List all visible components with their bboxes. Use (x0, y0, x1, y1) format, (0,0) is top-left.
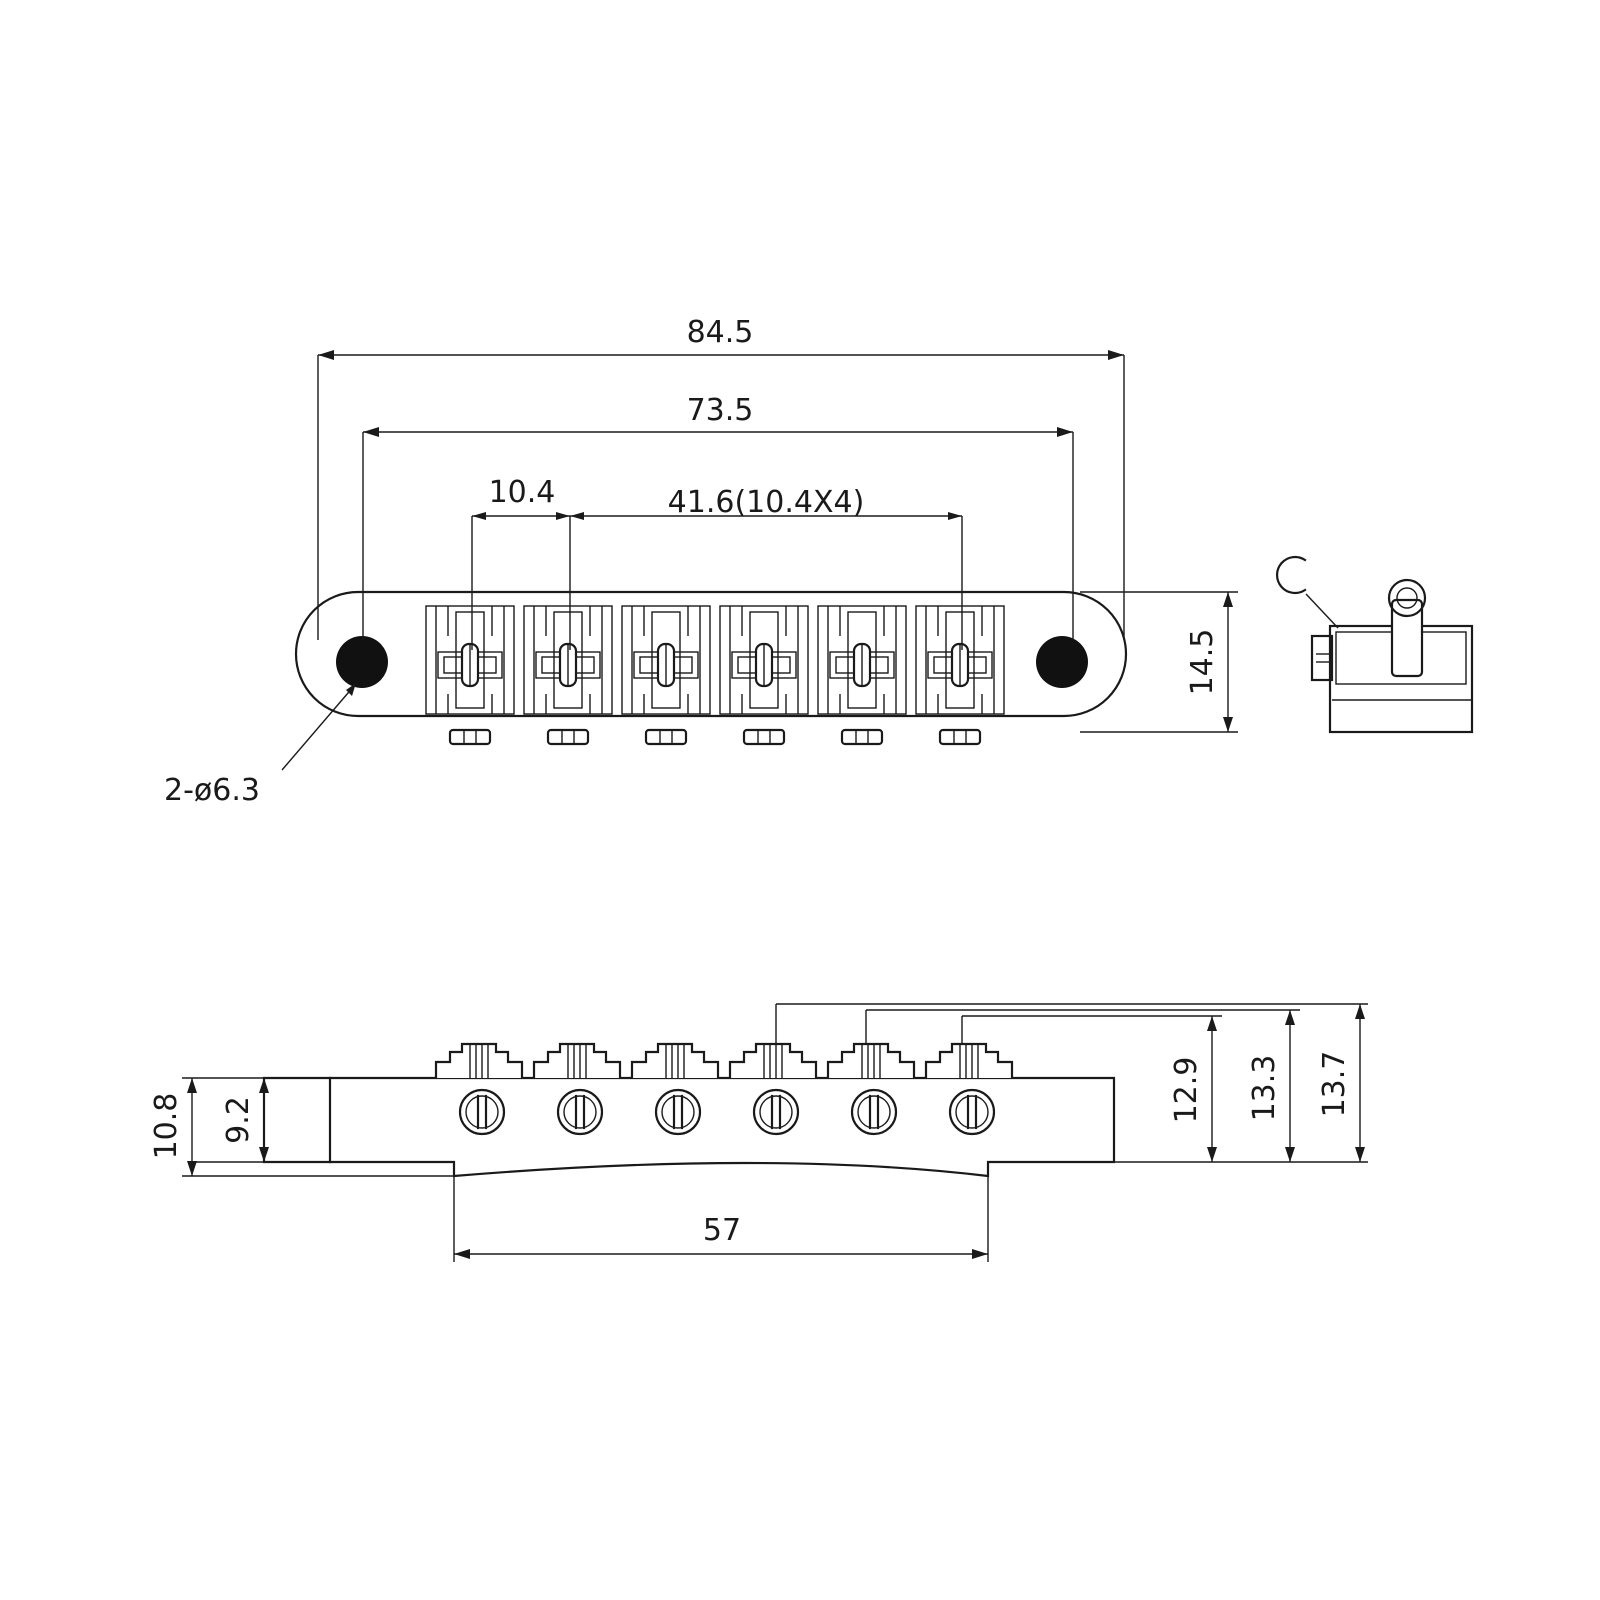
dim-body-height: 9.2 (221, 1078, 269, 1162)
side-saddle-5 (826, 1042, 916, 1080)
side-saddle-4 (728, 1042, 818, 1080)
saddle-4 (718, 604, 810, 716)
bridge-body-outline (294, 590, 1128, 718)
saddles-side-view (434, 1042, 1014, 1080)
mount-hole-right (1036, 636, 1088, 688)
end-view-saddle-post (1390, 598, 1424, 678)
saddle-pitch-label: 10.4 (489, 475, 556, 510)
side-saddle-2 (532, 1042, 622, 1080)
dim-mount-holes: 2-ø6.3 (164, 683, 356, 808)
dim-post-spacing: 73.5 (362, 393, 1074, 640)
dim-base-length: 57 (453, 1176, 989, 1262)
side-saddle-3 (630, 1042, 720, 1080)
saddle-5 (816, 604, 908, 716)
side-view-body-outline (262, 1076, 1116, 1178)
dim-body-depth: 14.5 (1080, 591, 1238, 733)
saddle-height-low-label: 12.9 (1169, 1057, 1204, 1124)
base-length-label: 57 (703, 1213, 741, 1248)
overall-length-label: 84.5 (687, 315, 754, 350)
screw-tabs (448, 728, 982, 746)
saddle-height-high-label: 13.7 (1317, 1051, 1352, 1118)
saddle-1 (424, 604, 516, 716)
end-view (1275, 555, 1474, 734)
mount-hole-left (336, 636, 388, 688)
saddles-top-view (424, 604, 1006, 716)
mount-holes-label: 2-ø6.3 (164, 773, 260, 808)
dim-saddle-spacing: 10.4 41.6(10.4X4) (471, 475, 963, 650)
retaining-clip (1275, 555, 1307, 595)
dim-saddle-height-high: 13.7 (1317, 1004, 1365, 1162)
end-height-label: 10.8 (149, 1093, 184, 1160)
intonation-screws (458, 1088, 996, 1136)
dim-end-height: 10.8 (149, 1077, 454, 1177)
dim-overall-length: 84.5 (317, 315, 1125, 640)
saddle-6 (914, 604, 1006, 716)
saddle-span-label: 41.6(10.4X4) (668, 485, 865, 520)
side-saddle-1 (434, 1042, 524, 1080)
body-depth-label: 14.5 (1185, 629, 1220, 696)
side-saddle-6 (924, 1042, 1014, 1080)
top-view: 84.5 73.5 10.4 41.6(10.4X4) (164, 315, 1238, 808)
saddle-3 (620, 604, 712, 716)
dim-saddle-height-mid: 13.3 (1247, 1010, 1295, 1162)
side-view: 12.9 13.3 13.7 10.8 (149, 1003, 1368, 1262)
saddle-height-lines (775, 1003, 1368, 1163)
saddle-2 (522, 604, 614, 716)
saddle-height-mid-label: 13.3 (1247, 1055, 1282, 1122)
dim-saddle-height-low: 12.9 (1169, 1016, 1217, 1162)
post-spacing-label: 73.5 (687, 393, 754, 428)
body-height-label: 9.2 (221, 1096, 256, 1144)
